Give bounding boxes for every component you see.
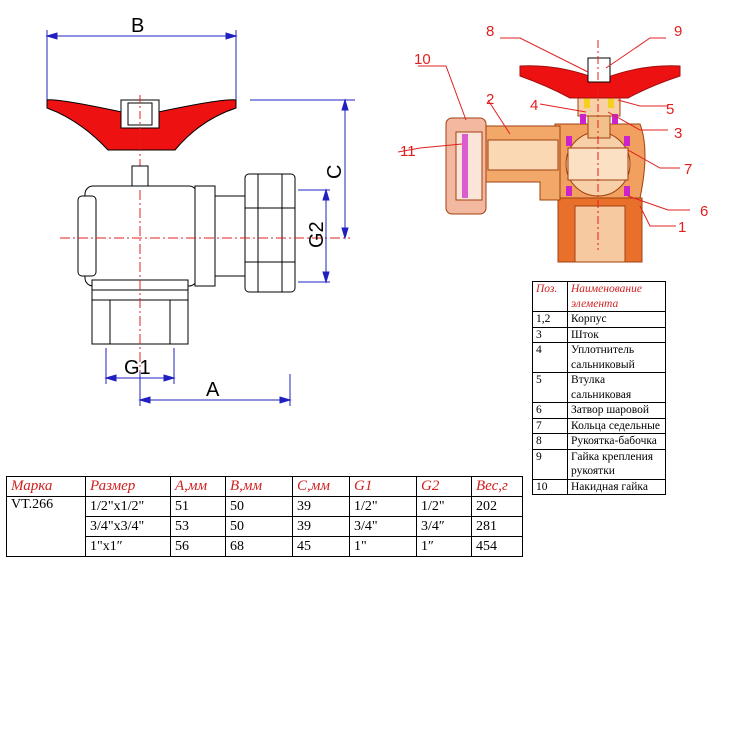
spec-header-g1: G1 [349,476,417,497]
spec-cell: 1″ [416,536,472,557]
callout-8: 8 [486,23,494,40]
dimension-b [45,30,238,108]
spec-header-g2: G2 [416,476,472,497]
parts-name: Уплотнитель сальниковый [567,342,666,373]
parts-name: Кольца седельные [567,417,666,434]
spec-cell: 3/4″ [416,516,472,537]
parts-pos: 8 [532,433,568,450]
callout-9: 9 [674,23,682,40]
parts-name: Затвор шаровой [567,402,666,419]
spec-header-model: Марка [6,476,86,497]
valve-exterior-view: B [45,15,355,406]
spec-header-weight: Вес,г [471,476,523,497]
spec-cell: 50 [225,516,293,537]
spec-cell: 39 [292,516,350,537]
spec-cell: 3/4"x3/4" [85,516,171,537]
callout-7: 7 [684,161,692,178]
spec-row: 3/4"x3/4" 53 50 39 3/4" 3/4″ 281 [7,516,523,537]
parts-header-row: Поз. Наименование элемента [532,281,666,312]
parts-pos: 10 [532,478,568,495]
spec-header-size: Размер [85,476,171,497]
spec-cell: 50 [225,496,293,517]
valve-technical-drawing: B [45,15,708,406]
callout-3: 3 [674,125,682,142]
dimension-g2 [298,188,330,284]
dimension-b-label: B [131,15,144,37]
spec-cell: 281 [471,516,523,537]
parts-name: Рукоятка-бабочка [567,433,666,450]
parts-pos: 1,2 [532,311,568,328]
spec-cell: 1"x1″ [85,536,171,557]
spec-cell: 68 [225,536,293,557]
parts-pos: 9 [532,448,568,480]
dimension-a [138,372,292,406]
dimension-g2-label: G2 [306,221,328,248]
spec-cell: 53 [170,516,226,537]
valve-cross-section: 8 9 10 2 4 5 3 11 7 6 1 [397,23,708,263]
dimension-a-label: A [206,379,220,401]
callout-10: 10 [414,51,431,68]
specification-table: Марка Размер А,мм В,мм С,мм G1 G2 Вес,г … [6,476,523,557]
callout-6: 6 [700,203,708,220]
parts-name: Накидная гайка [567,478,666,495]
dimension-c [250,98,355,240]
valve-body [77,173,296,345]
parts-name: Гайка крепления рукоятки [567,448,666,480]
parts-name: Втулка сальниковая [567,372,666,403]
callout-11: 11 [400,143,416,160]
callout-5: 5 [666,101,674,118]
spec-cell: 1/2"x1/2" [85,496,171,517]
parts-name: Шток [567,326,666,343]
spec-row: 1"x1″ 56 68 45 1" 1″ 454 [7,536,523,557]
spec-cell: 202 [471,496,523,517]
spec-header-a: А,мм [170,476,226,497]
parts-pos: 5 [532,372,568,403]
dimension-c-label: C [324,165,346,179]
spec-header-b: В,мм [225,476,293,497]
callout-1: 1 [678,219,686,236]
parts-header-pos: Поз. [532,281,568,312]
spec-cell: 1/2" [416,496,472,517]
spec-row: VT.266 1/2"x1/2" 51 50 39 1/2" 1/2" 202 [6,496,523,557]
spec-cell: 56 [170,536,226,557]
parts-pos: 3 [532,326,568,343]
dimension-g1-label: G1 [124,357,151,379]
spec-cell: 1" [349,536,417,557]
spec-cell: 45 [292,536,350,557]
spec-model: VT.266 [6,496,86,557]
parts-name: Корпус [567,311,666,328]
callout-4: 4 [530,97,538,114]
spec-cell: 3/4" [349,516,417,537]
handle-nut [587,57,611,83]
spec-cell: 454 [471,536,523,557]
spec-cell: 51 [170,496,226,517]
parts-pos: 7 [532,417,568,434]
spec-cell: 39 [292,496,350,517]
spec-header-row: Марка Размер А,мм В,мм С,мм G1 G2 Вес,г [6,476,523,497]
callout-2: 2 [486,91,494,108]
parts-pos: 4 [532,342,568,373]
parts-pos: 6 [532,402,568,419]
parts-header-name: Наименование элемента [567,281,666,312]
spec-header-c: С,мм [292,476,350,497]
spec-cell: 1/2" [349,496,417,517]
